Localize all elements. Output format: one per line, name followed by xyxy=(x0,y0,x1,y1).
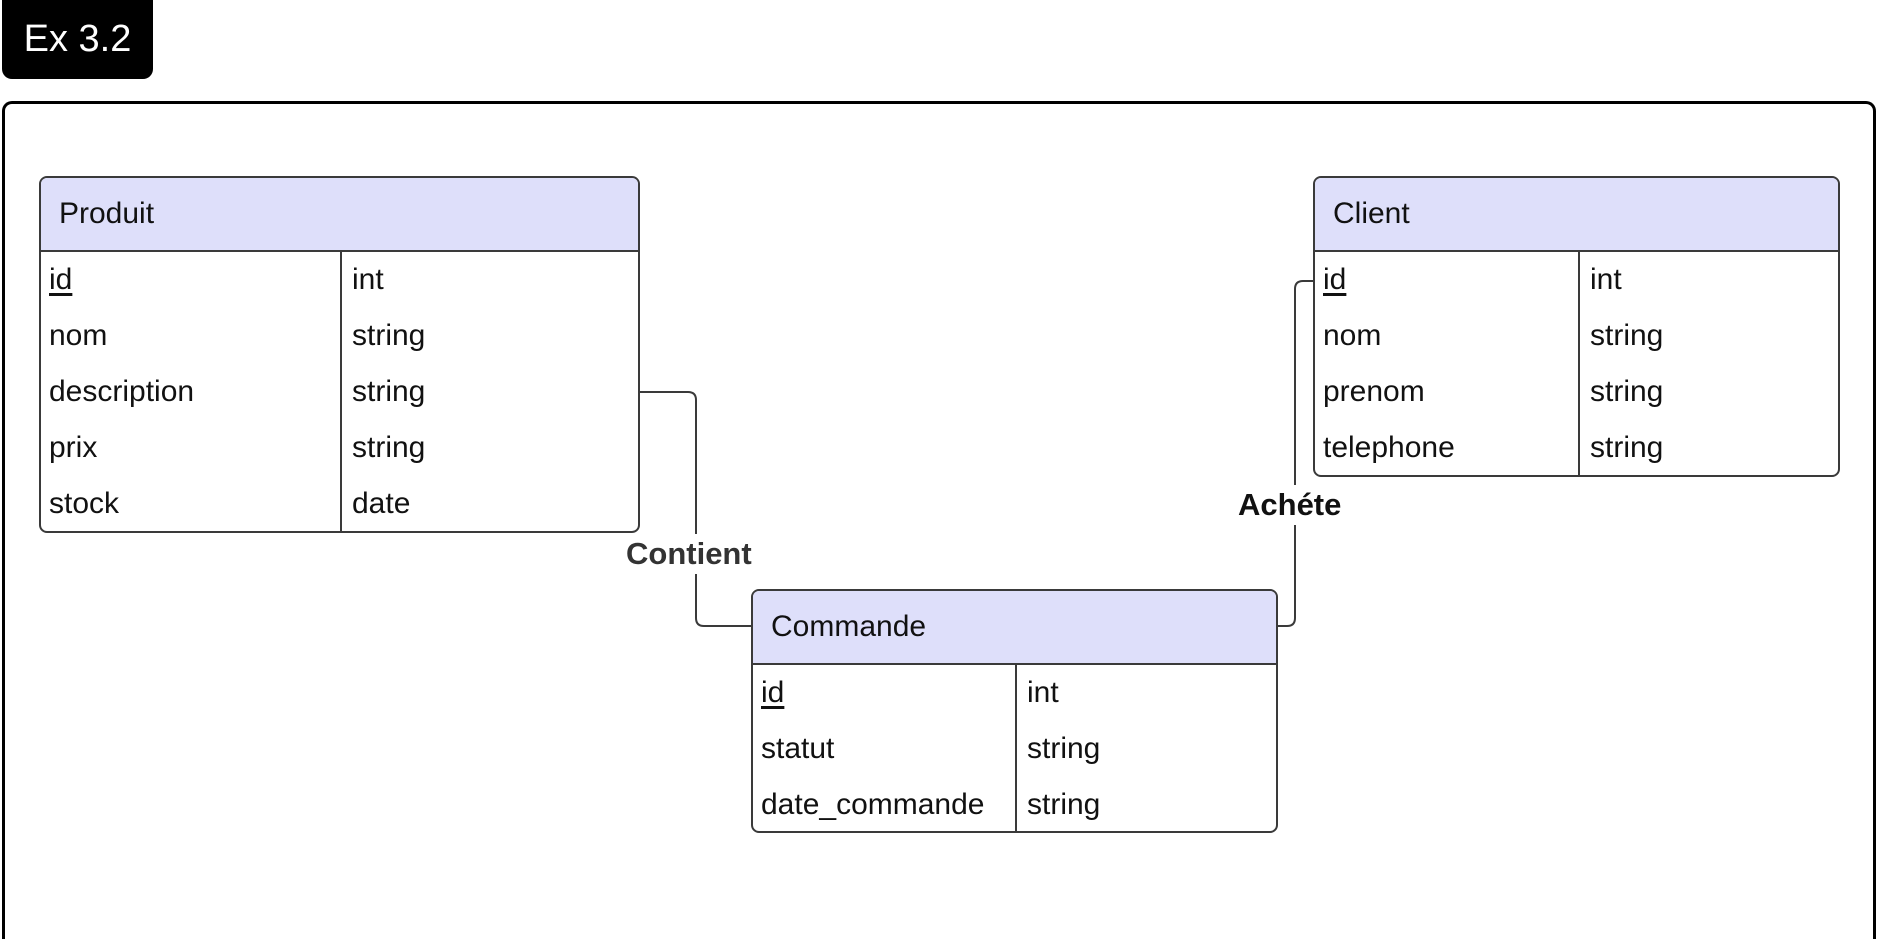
attribute-name: prenom xyxy=(1315,364,1580,420)
attribute-row: nom string xyxy=(1315,308,1838,364)
attribute-row: nom string xyxy=(41,308,638,364)
attribute-name: nom xyxy=(41,308,342,364)
entity-produit-title: Produit xyxy=(41,178,638,252)
entity-commande[interactable]: Commande id int statut string date_comma… xyxy=(751,589,1278,833)
attribute-type: int xyxy=(1027,676,1059,709)
attribute-type: int xyxy=(352,263,384,296)
attribute-name: date_commande xyxy=(753,777,1017,831)
attribute-row: prix string xyxy=(41,420,638,476)
attribute-type: string xyxy=(1590,431,1664,464)
entity-client-title: Client xyxy=(1315,178,1838,252)
attribute-type: string xyxy=(352,431,426,464)
attribute-row: stock date xyxy=(41,476,638,531)
attribute-type: string xyxy=(352,319,426,352)
attribute-name: description xyxy=(41,364,342,420)
entity-produit[interactable]: Produit id int nom string description st… xyxy=(39,176,640,533)
primary-key-name: id xyxy=(1323,263,1347,296)
attribute-row: statut string xyxy=(753,721,1276,777)
attribute-row: id int xyxy=(41,252,638,308)
primary-key-name: id xyxy=(761,676,785,709)
attribute-name: nom xyxy=(1315,308,1580,364)
attribute-name: prix xyxy=(41,420,342,476)
entity-commande-title: Commande xyxy=(753,591,1276,665)
attribute-type: date xyxy=(352,487,411,520)
attribute-row: id int xyxy=(1315,252,1838,308)
attribute-type: int xyxy=(1590,263,1622,296)
relationship-label-contient: Contient xyxy=(626,534,752,574)
entity-client[interactable]: Client id int nom string prenom string t… xyxy=(1313,176,1840,477)
attribute-row: prenom string xyxy=(1315,364,1838,420)
attribute-name: stock xyxy=(41,476,342,531)
attribute-row: description string xyxy=(41,364,638,420)
attribute-type: string xyxy=(1590,375,1664,408)
attribute-row: telephone string xyxy=(1315,420,1838,475)
relationship-label-achete: Achéte xyxy=(1238,485,1342,525)
attribute-name: statut xyxy=(753,721,1017,777)
primary-key-name: id xyxy=(49,263,73,296)
diagram-frame xyxy=(2,101,1876,939)
attribute-row: date_commande string xyxy=(753,777,1276,831)
attribute-type: string xyxy=(352,375,426,408)
attribute-name: telephone xyxy=(1315,420,1580,475)
attribute-type: string xyxy=(1590,319,1664,352)
attribute-type: string xyxy=(1027,732,1101,765)
attribute-row: id int xyxy=(753,665,1276,721)
attribute-type: string xyxy=(1027,788,1101,821)
diagram-title-badge: Ex 3.2 xyxy=(2,0,153,79)
